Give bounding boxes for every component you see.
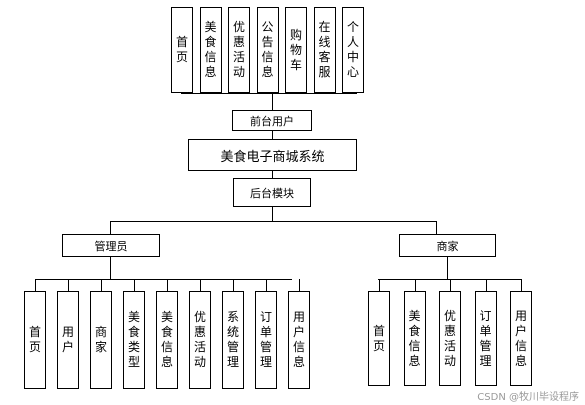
connector-line xyxy=(272,131,273,139)
merchant-module-item: 用户信息 xyxy=(510,291,532,386)
frontend-user-box: 前台用户 xyxy=(232,110,312,131)
admin-module-item: 系统管理 xyxy=(222,291,244,389)
admin-module-item: 商家 xyxy=(90,291,112,389)
frontend-module-item: 购物车 xyxy=(285,7,307,93)
connector-line xyxy=(200,279,201,291)
admin-module-item: 用户信息 xyxy=(288,291,310,389)
connector-line xyxy=(134,279,135,291)
connector-line xyxy=(272,171,273,178)
merchant-module-item: 订单管理 xyxy=(474,291,497,386)
frontend-module-item: 美食信息 xyxy=(199,7,222,93)
merchant-module-item: 优惠活动 xyxy=(439,291,461,386)
frontend-module-item: 优惠活动 xyxy=(228,7,250,93)
frontend-module-item: 首页 xyxy=(171,7,193,93)
connector-line xyxy=(447,257,448,279)
connector-line xyxy=(521,279,522,291)
merchant-module-item: 首页 xyxy=(368,291,390,386)
connector-line xyxy=(167,279,168,291)
connector-line xyxy=(414,279,416,291)
admin-module-item: 用户 xyxy=(57,291,79,389)
connector-line xyxy=(485,279,487,291)
admin-module-item: 美食信息 xyxy=(156,291,178,389)
backend-module-box: 后台模块 xyxy=(233,178,311,207)
connector-line xyxy=(35,279,292,280)
connector-line xyxy=(35,279,36,291)
connector-line xyxy=(110,221,436,222)
merchant-box: 商家 xyxy=(399,234,496,257)
connector-line xyxy=(181,93,357,94)
connector-line xyxy=(101,279,102,291)
connector-line xyxy=(299,279,300,291)
connector-line xyxy=(233,279,234,291)
connector-line xyxy=(110,221,111,234)
admin-box: 管理员 xyxy=(62,234,160,257)
watermark-text: CSDN @牧川毕设程序 xyxy=(477,392,579,403)
connector-line xyxy=(272,93,273,110)
system-title-box: 美食电子商城系统 xyxy=(188,139,357,171)
admin-module-item: 首页 xyxy=(24,291,46,389)
connector-line xyxy=(68,279,69,291)
frontend-module-item: 在线客服 xyxy=(313,7,336,93)
connector-line xyxy=(266,279,267,291)
admin-module-item: 优惠活动 xyxy=(189,291,211,389)
connector-line xyxy=(272,207,273,221)
admin-module-item: 订单管理 xyxy=(255,291,277,389)
connector-line xyxy=(379,279,380,291)
frontend-module-item: 个人中心 xyxy=(342,7,364,93)
admin-module-item: 美食类型 xyxy=(123,291,145,389)
merchant-module-item: 美食信息 xyxy=(403,291,426,386)
connector-line xyxy=(378,279,521,280)
connector-line xyxy=(436,221,437,234)
frontend-module-item: 公告信息 xyxy=(256,7,279,93)
connector-line xyxy=(450,279,451,291)
connector-line xyxy=(110,257,111,279)
